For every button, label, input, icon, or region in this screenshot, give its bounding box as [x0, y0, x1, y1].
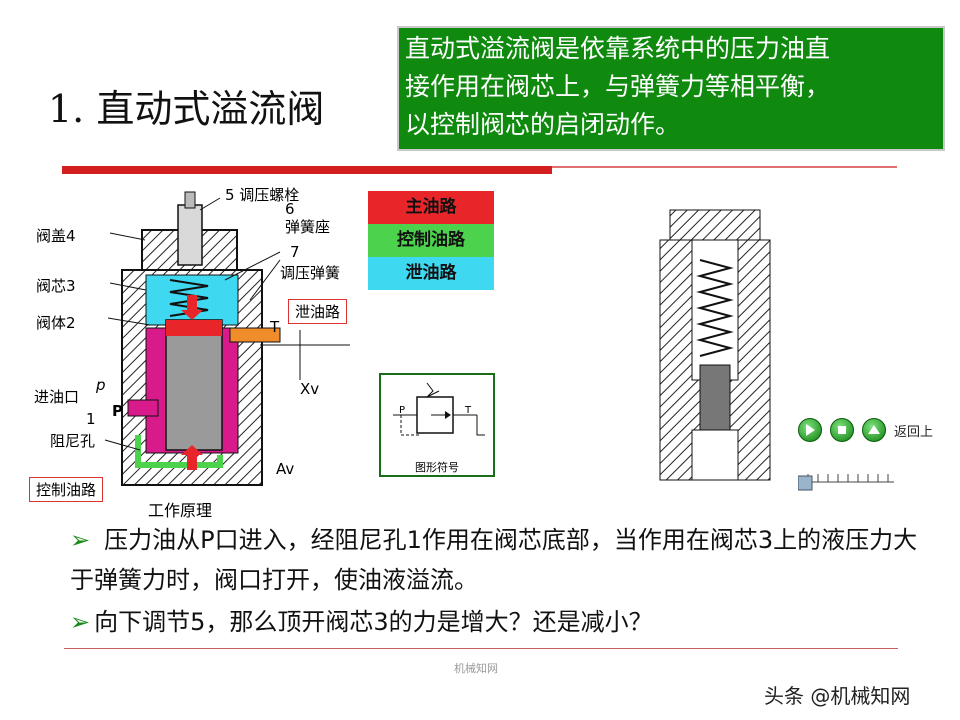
symbol-caption: 图形符号: [415, 461, 459, 474]
relief-valve-symbol-icon: [393, 382, 485, 436]
bullet-2: ➢向下调节5，那么顶开阀芯3的力是增大？还是减小？: [70, 602, 653, 637]
label-orifice-number: 1: [86, 410, 96, 428]
label-p-upper: P: [112, 402, 123, 420]
legend-control-flow: 控制油路: [368, 224, 494, 257]
adjust-bolt: [177, 204, 203, 266]
arrow-bullet-icon: ➢: [70, 608, 91, 636]
page-title: 1. 直动式溢流阀: [48, 87, 325, 131]
bullet-2-text: 向下调节5，那么顶开阀芯3的力是增大？还是减小？: [94, 608, 653, 636]
valve-cutaway-drawing: [659, 209, 771, 481]
label-adjust-bolt: 5 调压螺栓: [225, 186, 300, 204]
pressure-arrow: [181, 445, 203, 470]
label-valve-cover: 阀盖4: [36, 227, 76, 245]
label-control: 控制油路: [29, 477, 104, 502]
label-spring-seat: 弹簧座: [285, 218, 331, 236]
up-icon: [868, 425, 880, 434]
label-orifice: 阻尼孔: [50, 432, 96, 450]
source-credit: 头条 @机械知网: [764, 684, 911, 708]
summary-box: 直动式溢流阀是依靠系统中的压力油直 接作用在阀芯上，与弹簧力等相平衡， 以控制阀…: [397, 26, 945, 151]
legend-drain-flow: 泄油路: [368, 257, 494, 290]
bottom-divider: [64, 648, 898, 649]
label-adjust-spring: 调压弹簧: [280, 264, 341, 282]
stop-button[interactable]: [830, 418, 854, 442]
symbol-t: T: [465, 405, 472, 416]
symbol-p: P: [399, 405, 406, 416]
label-spring-number: 7: [290, 243, 300, 261]
play-icon: [806, 424, 815, 436]
inlet-port: [127, 399, 159, 417]
label-t: T: [270, 318, 280, 336]
back-label[interactable]: 返回上: [894, 425, 934, 440]
play-button[interactable]: [798, 418, 822, 442]
diagram-caption: 工作原理: [148, 501, 213, 520]
bullet-1-text: 压力油从P口进入，经阻尼孔1作用在阀芯底部，当作用在阀芯3上的液压力大于弹簧力时…: [70, 526, 918, 594]
drain-arrow: [181, 295, 203, 320]
watermark: 机械知网: [454, 662, 498, 675]
spool-top-flow: [166, 320, 222, 336]
hydraulic-symbol: P T 图形符号: [379, 373, 495, 477]
label-valve-body: 阀体2: [36, 314, 76, 332]
label-av: Av: [276, 460, 295, 478]
label-inlet: 进油口: [34, 388, 80, 406]
control-line: [135, 435, 223, 468]
slider-thumb: [798, 475, 813, 491]
arrow-bullet-icon: ➢: [70, 526, 91, 554]
label-seat-number: 6: [285, 200, 295, 218]
label-valve-core: 阀芯3: [36, 277, 76, 295]
progress-slider[interactable]: [798, 462, 894, 492]
stop-icon: [838, 426, 846, 434]
label-p-lower: p: [96, 376, 106, 394]
bullet-1: ➢压力油从P口进入，经阻尼孔1作用在阀芯底部，当作用在阀芯3上的液压力大于弹簧力…: [70, 520, 930, 600]
valve-section-diagram: [104, 191, 350, 486]
flow-legend: 主油路 控制油路 泄油路: [368, 191, 494, 290]
summary-line: 以控制阀芯的启闭动作。: [405, 110, 681, 139]
title-divider-thin: [552, 166, 897, 168]
legend-main-flow: 主油路: [368, 191, 494, 224]
summary-line: 直动式溢流阀是依靠系统中的压力油直: [405, 34, 831, 63]
label-xv: Xv: [300, 380, 320, 398]
back-button[interactable]: [862, 418, 886, 442]
bolt-top: [184, 191, 196, 209]
spring: [169, 279, 209, 317]
valve-spool: [165, 319, 223, 451]
label-drain: 泄油路: [288, 299, 348, 324]
summary-line: 接作用在阀芯上，与弹簧力等相平衡，: [405, 72, 831, 101]
title-divider: [62, 166, 552, 174]
drain-port: [229, 327, 281, 343]
